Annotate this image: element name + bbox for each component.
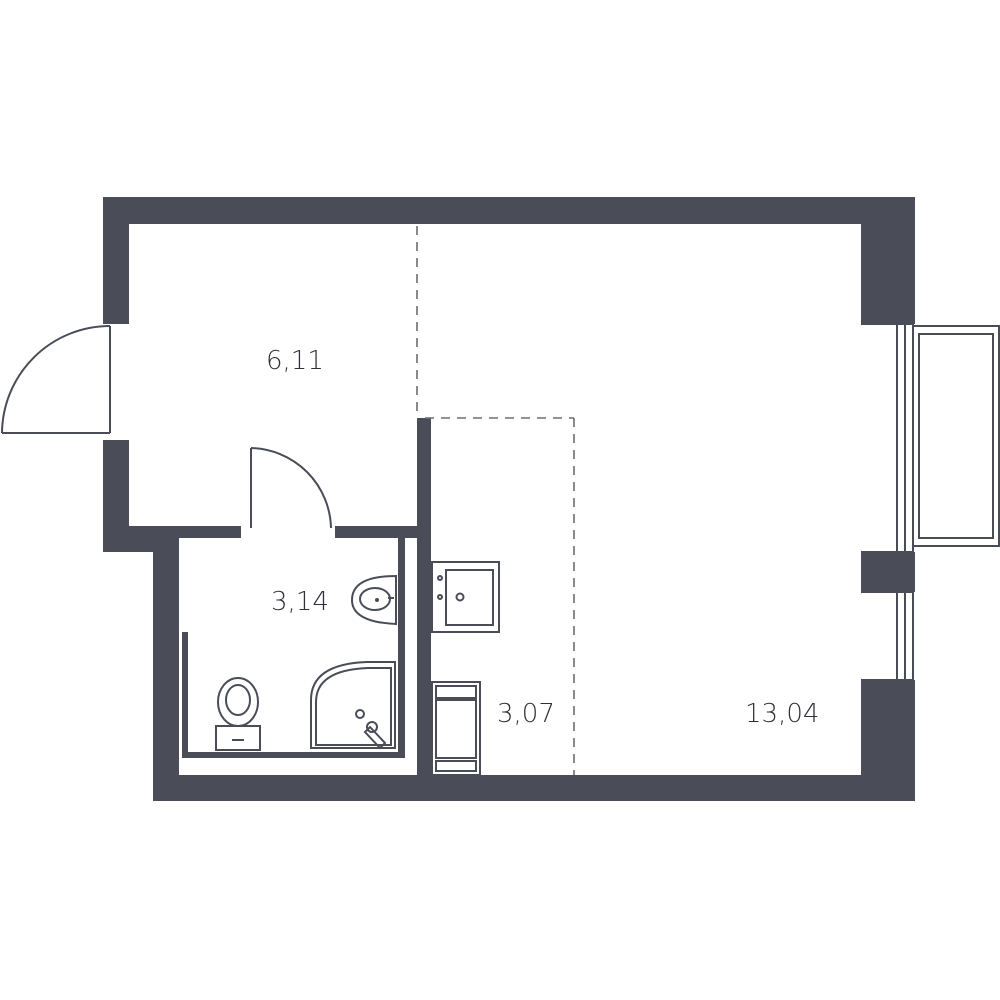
shower-icon	[310, 661, 396, 750]
entrance-door	[1, 325, 111, 434]
right-wall-bottom	[861, 680, 915, 801]
bathroom-top-wall-left	[153, 526, 241, 538]
walls	[103, 197, 915, 801]
right-wall-top	[861, 197, 915, 324]
bathroom-door	[250, 447, 332, 529]
left-wall-upper	[103, 197, 129, 324]
partition-wall	[417, 418, 431, 788]
zone-lines	[416, 226, 575, 775]
toilet-icon	[215, 677, 261, 751]
balcony	[861, 323, 1000, 681]
stove	[431, 681, 481, 776]
bathroom-area-label: 3,14	[271, 587, 329, 617]
bathroom-inner-walls	[182, 538, 405, 758]
balcony-slab	[912, 325, 1000, 547]
hallway-area-label: 6,11	[266, 346, 324, 376]
top-wall	[103, 197, 915, 224]
washbasin	[350, 574, 397, 626]
bathroom-top-wall-right	[335, 526, 431, 538]
bottom-wall	[153, 775, 915, 801]
kitchen-sink	[431, 561, 500, 633]
living-room-area-label: 13,04	[745, 699, 819, 729]
kitchen-area-label: 3,07	[497, 699, 555, 729]
bathroom-outer-wall	[153, 526, 179, 801]
right-wall-pier	[861, 552, 915, 592]
